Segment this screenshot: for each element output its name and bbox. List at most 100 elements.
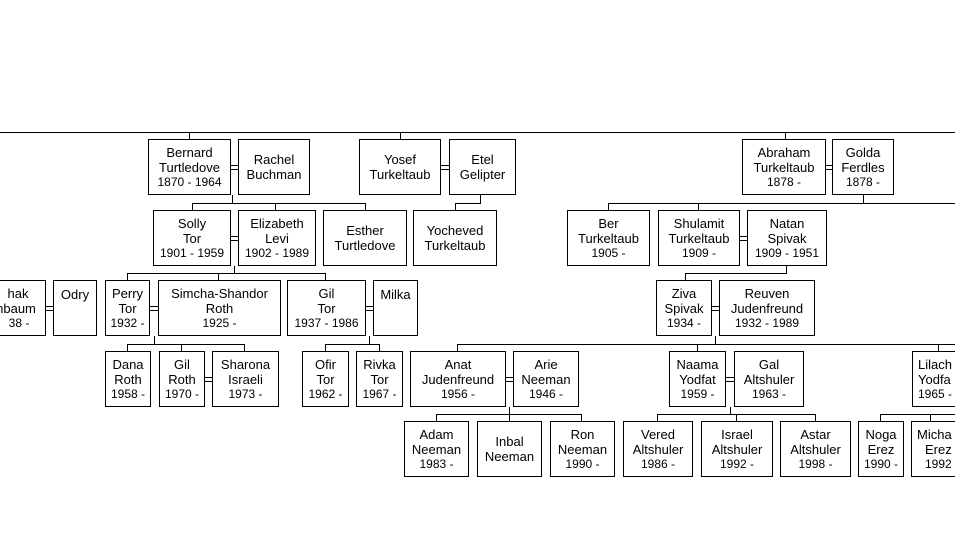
person-box-abraham[interactable]: Abraham Turkeltaub 1878 - bbox=[742, 139, 826, 195]
person-years: 1956 - bbox=[440, 386, 476, 401]
person-years: 1932 - 1989 bbox=[734, 315, 800, 330]
person-box-adam[interactable]: Adam Neeman 1983 - bbox=[404, 421, 469, 477]
connector-line bbox=[325, 344, 326, 351]
person-box-israel[interactable]: Israel Altshuler 1992 - bbox=[701, 421, 773, 477]
person-years: 1878 - bbox=[766, 174, 802, 189]
person-box-natan[interactable]: Natan Spivak 1909 - 1951 bbox=[747, 210, 827, 266]
marriage-line bbox=[726, 377, 734, 378]
marriage-line bbox=[231, 240, 238, 241]
person-box-rivka[interactable]: Rivka Tor 1967 - bbox=[356, 351, 403, 407]
connector-line bbox=[509, 407, 510, 414]
person-last-name: Spivak bbox=[767, 230, 807, 246]
person-years: 1946 - bbox=[528, 386, 564, 401]
connector-line bbox=[880, 414, 955, 415]
person-first-name: Lilach bbox=[918, 356, 952, 372]
person-years: 1967 - bbox=[362, 386, 397, 401]
person-box-lilach[interactable]: Lilach Yodfa 1965 - bbox=[912, 351, 955, 407]
person-box-noga[interactable]: Noga Erez 1990 - bbox=[858, 421, 904, 477]
person-last-name: Ferdles bbox=[841, 159, 885, 175]
person-box-astar[interactable]: Astar Altshuler 1998 - bbox=[780, 421, 851, 477]
person-box-ofir[interactable]: Ofir Tor 1962 - bbox=[302, 351, 349, 407]
person-box-yocheved[interactable]: Yocheved Turkeltaub bbox=[413, 210, 497, 266]
person-box-tannenbaum[interactable]: hak nbaum 38 - bbox=[0, 280, 46, 336]
person-last-name: Tor bbox=[317, 300, 336, 316]
person-box-vered[interactable]: Vered Altshuler 1986 - bbox=[623, 421, 693, 477]
person-box-yosef[interactable]: Yosef Turkeltaub bbox=[359, 139, 441, 195]
connector-line bbox=[325, 344, 380, 345]
person-years: 1998 - bbox=[798, 456, 833, 471]
person-last-name: Spivak bbox=[664, 300, 704, 316]
person-first-name: Noga bbox=[865, 426, 897, 442]
person-years: 1992 bbox=[925, 456, 952, 471]
connector-line bbox=[127, 344, 245, 345]
person-box-odry[interactable]: Odry bbox=[53, 280, 97, 336]
person-box-simcha[interactable]: Simcha-Shandor Roth 1925 - bbox=[158, 280, 281, 336]
person-years: 1965 - bbox=[918, 386, 953, 401]
person-box-naama[interactable]: Naama Yodfat 1959 - bbox=[669, 351, 726, 407]
connector-line bbox=[218, 273, 219, 280]
person-first-name: hak bbox=[7, 285, 29, 301]
person-box-ber[interactable]: Ber Turkeltaub 1905 - bbox=[567, 210, 650, 266]
person-last-name: Buchman bbox=[246, 167, 302, 182]
person-box-milka[interactable]: Milka bbox=[373, 280, 418, 336]
connector-line bbox=[455, 203, 481, 204]
person-box-esther[interactable]: Esther Turtledove bbox=[323, 210, 407, 266]
person-box-gil-tor[interactable]: Gil Tor 1937 - 1986 bbox=[287, 280, 366, 336]
person-box-etel[interactable]: Etel Gelipter bbox=[449, 139, 516, 195]
person-box-golda[interactable]: Golda Ferdles 1878 - bbox=[832, 139, 894, 195]
person-box-rachel[interactable]: Rachel Buchman bbox=[238, 139, 310, 195]
person-box-anat[interactable]: Anat Judenfreund 1956 - bbox=[410, 351, 506, 407]
person-last-name: Turkeltaub bbox=[578, 230, 639, 246]
person-years: 1990 - bbox=[565, 456, 600, 471]
person-first-name: Inbal bbox=[495, 434, 524, 449]
person-last-name: Tor bbox=[182, 230, 202, 246]
person-last-name: Turkeltaub bbox=[424, 238, 486, 253]
person-first-name: Etel bbox=[471, 152, 494, 167]
person-box-dana[interactable]: Dana Roth 1958 - bbox=[105, 351, 151, 407]
person-box-ziva[interactable]: Ziva Spivak 1934 - bbox=[656, 280, 712, 336]
person-years: 1878 - bbox=[845, 174, 881, 189]
person-last-name: Neeman bbox=[557, 441, 608, 457]
connector-line bbox=[275, 203, 276, 210]
marriage-line bbox=[366, 306, 373, 307]
person-box-bernard[interactable]: Bernard Turtledove 1870 - 1964 bbox=[148, 139, 231, 195]
person-box-perry[interactable]: Perry Tor 1932 - bbox=[105, 280, 150, 336]
person-box-inbal[interactable]: Inbal Neeman bbox=[477, 421, 542, 477]
marriage-line bbox=[150, 310, 158, 311]
connector-line bbox=[815, 414, 816, 421]
person-box-sharona[interactable]: Sharona Israeli 1973 - bbox=[212, 351, 279, 407]
person-first-name: Gal bbox=[758, 356, 780, 372]
person-box-elizabeth[interactable]: Elizabeth Levi 1902 - 1989 bbox=[238, 210, 316, 266]
person-box-arie[interactable]: Arie Neeman 1946 - bbox=[513, 351, 579, 407]
person-box-reuven[interactable]: Reuven Judenfreund 1932 - 1989 bbox=[719, 280, 815, 336]
person-box-michal[interactable]: Micha Erez 1992 bbox=[911, 421, 955, 477]
person-box-ron[interactable]: Ron Neeman 1990 - bbox=[550, 421, 615, 477]
person-years: 1909 - bbox=[681, 245, 717, 260]
person-last-name: Roth bbox=[114, 371, 142, 387]
person-last-name: Turtledove bbox=[159, 159, 220, 175]
connector-line bbox=[192, 203, 193, 210]
person-last-name: Judenfreund bbox=[730, 300, 804, 316]
person-box-shulamit[interactable]: Shulamit Turkeltaub 1909 - bbox=[658, 210, 740, 266]
connector-line bbox=[930, 414, 931, 421]
person-box-gil-roth[interactable]: Gil Roth 1970 - bbox=[159, 351, 205, 407]
person-last-name: Altshuler bbox=[790, 441, 841, 457]
person-first-name: Yosef bbox=[383, 152, 417, 167]
person-first-name: Anat bbox=[444, 356, 472, 372]
person-first-name: Elizabeth bbox=[250, 215, 304, 231]
marriage-line bbox=[441, 165, 449, 166]
person-years: 1901 - 1959 bbox=[159, 245, 225, 260]
marriage-line bbox=[46, 310, 53, 311]
person-years: 1986 - bbox=[640, 456, 676, 471]
marriage-line bbox=[712, 310, 719, 311]
person-years: 1990 - bbox=[863, 456, 899, 471]
person-first-name: Rachel bbox=[253, 152, 295, 167]
connector-line bbox=[181, 344, 182, 351]
person-box-gal-altshuler[interactable]: Gal Altshuler 1963 - bbox=[734, 351, 804, 407]
person-box-solly[interactable]: Solly Tor 1901 - 1959 bbox=[153, 210, 231, 266]
person-last-name: Yodfat bbox=[679, 371, 716, 387]
connector-line bbox=[400, 132, 401, 139]
person-last-name: Judenfreund bbox=[421, 371, 495, 387]
person-last-name: Turtledove bbox=[334, 238, 396, 253]
